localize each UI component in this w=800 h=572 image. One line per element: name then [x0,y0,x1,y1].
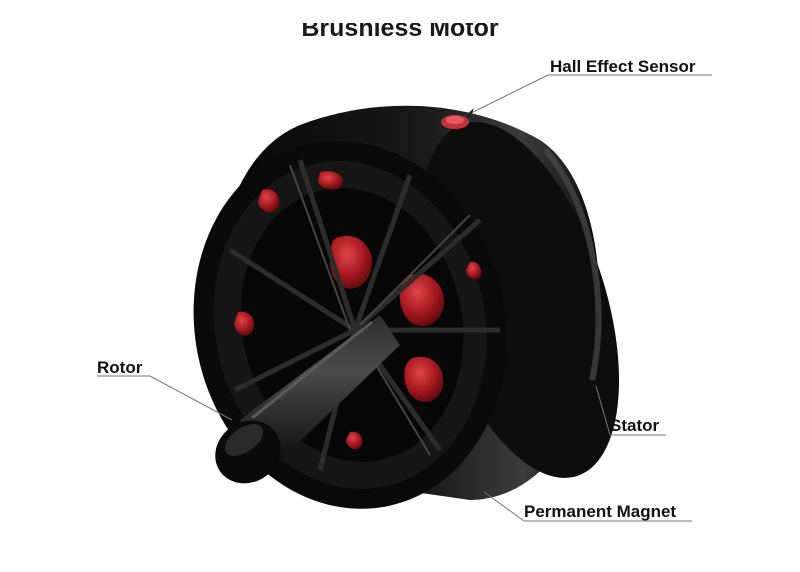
rotor-shaft [215,315,400,484]
diagram-title: Brushless Motor [301,14,499,42]
label-stator: Stator [610,416,660,435]
leader-lines [97,74,712,522]
label-rotor: Rotor [97,358,143,377]
hall-sensor [441,115,469,129]
label-hall-effect-sensor: Hall Effect Sensor [550,57,696,76]
label-permanent-magnet: Permanent Magnet [524,502,677,521]
permanent-magnets [234,170,482,450]
